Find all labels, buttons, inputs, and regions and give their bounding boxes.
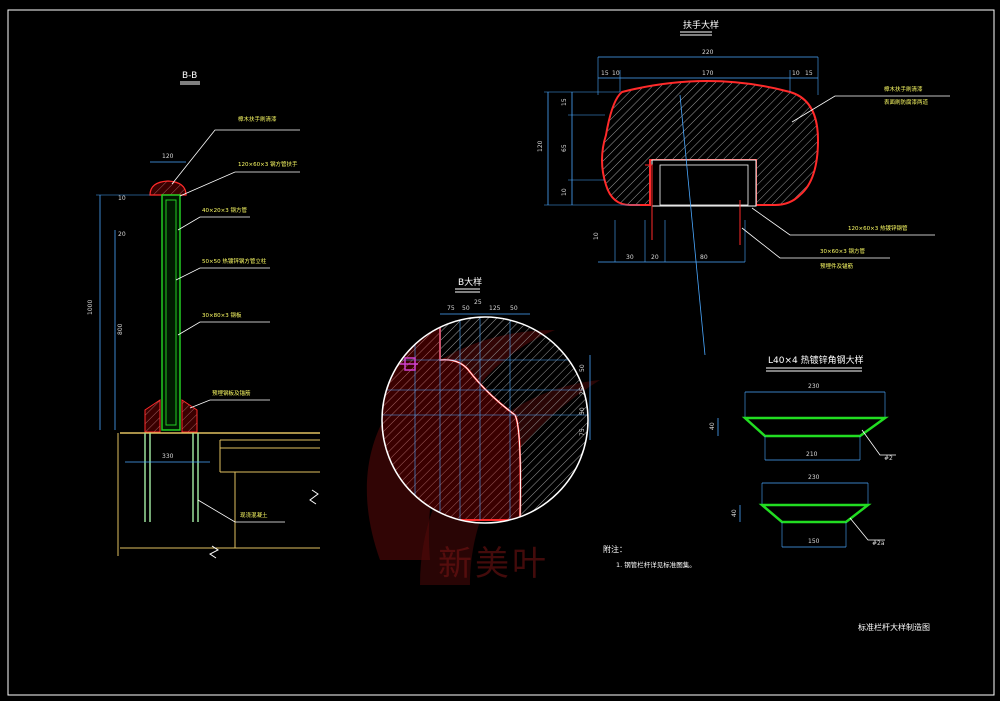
hr-dim-h3: 10 <box>561 188 568 196</box>
hr-dim-h4: 10 <box>593 232 600 240</box>
notes: 附注： 1. 钢管栏杆详见标准图集。 <box>603 544 696 569</box>
bd-dim-t2: 50 <box>462 305 470 312</box>
bd-dim-t4: 125 <box>489 305 501 312</box>
angle-lower-top: 230 <box>808 474 820 481</box>
bb-callouts <box>171 129 300 523</box>
hr-dim-inner: 170 <box>702 70 714 77</box>
handrail-detail-title: 扶手大样 <box>683 19 719 31</box>
hr-dim-left-a: 15 <box>601 70 609 77</box>
bd-dim-r2: 25 <box>579 387 586 395</box>
drawing-frame <box>7 9 995 696</box>
angle-lower-height: 40 <box>731 509 738 517</box>
bb-dim-base-width: 330 <box>162 453 174 460</box>
hr-dim-left-b: 10 <box>612 70 620 77</box>
section-bb: B-B 120 10 20 1000 <box>87 71 320 559</box>
angle-lower-bottom: 150 <box>808 538 820 545</box>
section-bb-title: B-B <box>182 71 197 81</box>
bb-dim-height-total: 1000 <box>87 300 94 315</box>
bb-callout-2: 120×60×3 钢方管扶手 <box>238 160 298 168</box>
b-detail-title: B大样 <box>458 276 482 288</box>
hr-dim-bottom-a: 30 <box>626 254 634 261</box>
bd-dim-t1: 75 <box>447 305 455 312</box>
bb-callout-7: 现浇混凝土 <box>240 511 268 519</box>
hr-dim-height: 120 <box>537 140 544 152</box>
angle-upper-height: 40 <box>709 422 716 430</box>
angle-upper-bottom: 210 <box>806 451 818 458</box>
hr-callout-5: 预埋件及锚筋 <box>820 262 854 270</box>
bd-dim-r1: 50 <box>579 364 586 372</box>
hr-dim-right-a: 10 <box>792 70 800 77</box>
hr-dim-h2: 65 <box>561 144 568 152</box>
hr-dim-bottom-c: 80 <box>700 254 708 261</box>
bd-dim-r3: 50 <box>579 407 586 415</box>
angle-upper-tag: #2 <box>884 455 893 462</box>
hr-callout-3: 120×60×3 热镀锌钢管 <box>848 224 908 232</box>
handrail-detail: 扶手大样 220 170 15 10 10 15 120 15 65 10 10 <box>537 19 950 356</box>
bd-dim-t3: 25 <box>474 299 482 306</box>
hr-dim-overall: 220 <box>702 49 714 56</box>
b-detail: B大样 75 50 25 125 50 50 25 50 <box>381 276 591 524</box>
bb-callout-6: 预埋钢板及锚筋 <box>212 389 251 397</box>
bb-dim-top-small: 10 <box>118 195 126 202</box>
hr-callout-2: 表面刷防腐漆两道 <box>884 98 929 106</box>
bb-dim-top-width: 120 <box>162 153 174 160</box>
hr-callout-1: 樟木扶手刷清漆 <box>884 85 923 93</box>
hr-dim-right-b: 15 <box>805 70 813 77</box>
bb-callout-1: 樟木扶手刷清漆 <box>238 115 277 123</box>
angle-detail-title: L40×4 热镀锌角钢大样 <box>768 354 864 366</box>
bb-callout-5: 30×80×3 钢板 <box>202 311 242 319</box>
bb-callout-4: 50×50 热镀锌钢方管立柱 <box>202 257 267 265</box>
angle-upper-top: 230 <box>808 383 820 390</box>
notes-item: 1. 钢管栏杆详见标准图集。 <box>616 560 696 569</box>
hr-callout-4: 30×60×3 钢方管 <box>820 247 865 255</box>
bb-dim-post-height: 800 <box>117 323 124 335</box>
drawing-title: 标准栏杆大样制造图 <box>858 622 930 632</box>
hr-dim-bottom-b: 20 <box>651 254 659 261</box>
angle-lower-tag: #2a <box>872 540 885 547</box>
notes-title: 附注： <box>603 544 627 554</box>
angle-detail: L40×4 热镀锌角钢大样 230 210 40 #2 230 150 40 #… <box>709 354 896 548</box>
watermark-text: 新美叶 <box>438 544 549 584</box>
bb-callout-3: 40×20×3 钢方管 <box>202 206 247 214</box>
hr-dim-h1: 15 <box>561 98 568 106</box>
bb-dim-upper: 20 <box>118 231 126 238</box>
bd-dim-r4: 75 <box>579 428 586 436</box>
bd-dim-t5: 50 <box>510 305 518 312</box>
